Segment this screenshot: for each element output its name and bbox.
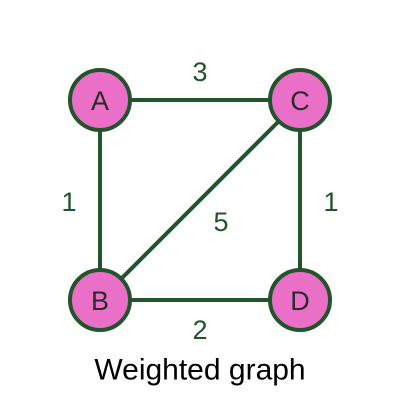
diagram-caption: Weighted graph — [94, 354, 305, 387]
weight-b-c: 5 — [213, 207, 228, 237]
node-c: C — [268, 68, 332, 132]
weight-b-d: 2 — [192, 315, 207, 345]
node-d: D — [268, 268, 332, 332]
node-d-label: D — [290, 286, 310, 316]
node-d-circle — [268, 268, 332, 332]
node-b-label: B — [91, 286, 109, 316]
weight-a-b: 1 — [61, 187, 76, 217]
edge-b-c — [98, 98, 302, 302]
weight-a-c: 3 — [192, 57, 207, 87]
node-a: A — [68, 68, 132, 132]
weight-c-d: 1 — [323, 187, 338, 217]
node-a-label: A — [91, 86, 109, 116]
node-a-circle — [68, 68, 132, 132]
node-b-circle — [68, 268, 132, 332]
node-b: B — [68, 268, 132, 332]
node-c-label: C — [290, 86, 310, 116]
node-c-circle — [268, 68, 332, 132]
